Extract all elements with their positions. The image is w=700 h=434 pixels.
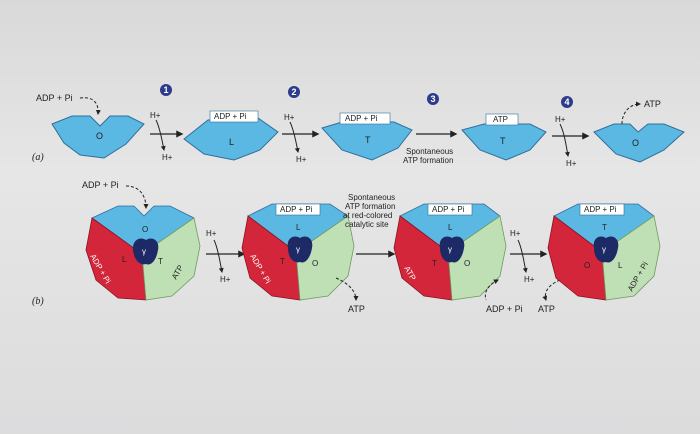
atp-formation-label: ATP formation: [403, 156, 453, 165]
adp-in-arrow: [484, 279, 499, 301]
state-4-site: O: [632, 138, 639, 148]
rotor-4-bound-top: ADP + Pi: [584, 205, 617, 214]
rotor-3-site-right: O: [464, 259, 470, 268]
gamma-label: γ: [296, 245, 300, 254]
note-line: Spontaneous: [348, 193, 395, 202]
state-2-site: T: [365, 135, 371, 145]
rotor-2: γ L T O ADP + Pi ADP + Pi: [241, 203, 355, 301]
gamma-label: γ: [448, 245, 452, 254]
rotor-2-bound-top: ADP + Pi: [280, 205, 313, 214]
gamma-label: γ: [602, 245, 606, 254]
rotor-1: γ O L T ADP + Pi ATP: [85, 205, 201, 301]
step-circle-2: 2: [288, 86, 300, 98]
proton-label: H+: [150, 111, 161, 120]
svg-text:2: 2: [292, 87, 297, 97]
rotor-arrow-1: H+ H+: [206, 229, 246, 284]
panel-b-substrate-arrow: [125, 185, 149, 209]
state-3: T ATP: [461, 113, 547, 161]
step-3-arrow: Spontaneous ATP formation: [403, 130, 458, 165]
state-0: O: [51, 115, 145, 159]
state-1-bound: ADP + Pi: [214, 112, 247, 121]
proton-label: H+: [162, 153, 173, 162]
proton-label: H+: [524, 275, 535, 284]
rotor-2-bound-box: [275, 203, 321, 216]
proton-label: H+: [220, 275, 231, 284]
state-0-site: O: [96, 131, 103, 141]
atp-out-arrow-2: [542, 279, 561, 301]
substrate-arrow: [79, 97, 101, 115]
panel-a-start-substrate: ADP + Pi: [36, 93, 73, 103]
rotor-3-site-left: T: [432, 259, 437, 268]
svg-text:1: 1: [164, 85, 169, 95]
state-1-site: L: [229, 137, 234, 147]
svg-text:3: 3: [431, 94, 436, 104]
proton-label: H+: [206, 229, 217, 238]
state-1: L ADP + Pi: [183, 110, 279, 161]
state-4: O: [593, 123, 685, 163]
step-2-arrow: H+ H+: [282, 113, 320, 164]
state-2-bound: ADP + Pi: [345, 114, 378, 123]
spontaneous-label: Spontaneous: [406, 147, 453, 156]
spontaneous-note: Spontaneous ATP formation at red-colored…: [343, 193, 396, 258]
rotor-4-bound-box: [579, 203, 625, 216]
note-line: ATP formation: [345, 202, 395, 211]
state-1-bound-box: [209, 110, 259, 123]
rotor-1-site-left: L: [122, 255, 127, 264]
proton-label: H+: [296, 155, 307, 164]
note-line: catalytic site: [345, 220, 389, 229]
note-line: at red-colored: [343, 211, 392, 220]
step-circle-4: 4: [561, 96, 573, 108]
step-1-arrow: H+ H+: [150, 111, 184, 162]
state-2: T ADP + Pi: [321, 112, 413, 161]
atp-out-label: ATP: [348, 304, 365, 314]
gamma-label: γ: [142, 247, 146, 256]
atp-out-label-2: ATP: [538, 304, 555, 314]
step-4-arrow: H+ H+: [552, 115, 590, 168]
proton-label: H+: [284, 113, 295, 122]
rotor-4-site-top: T: [602, 223, 607, 232]
atp-release-label: ATP: [644, 99, 661, 109]
panel-b-label: (b): [32, 296, 44, 307]
proton-label: H+: [555, 115, 566, 124]
state-3-bound: ATP: [493, 115, 508, 124]
rotor-4-site-right: L: [618, 261, 623, 270]
state-3-bound-box: [485, 113, 519, 126]
rotor-arrow-3: H+ H+: [510, 229, 548, 284]
step-circle-1: 1: [160, 84, 172, 96]
rotor-2-site-right: O: [312, 259, 318, 268]
adp-out-label: ADP + Pi: [486, 304, 523, 314]
atp-release-arrow: [621, 101, 641, 125]
panel-a-label: (a): [32, 152, 44, 163]
proton-label: H+: [510, 229, 521, 238]
step-circle-3: 3: [427, 93, 439, 105]
rotor-3-bound-box: [427, 203, 473, 216]
rotor-3: γ L T O ADP + Pi ATP: [393, 203, 507, 301]
rotor-3-site-top: L: [448, 223, 453, 232]
state-2-bound-box: [339, 112, 391, 125]
rotor-2-site-left: T: [280, 257, 285, 266]
state-3-site: T: [500, 136, 506, 146]
panel-b-substrate-in: ADP + Pi: [82, 180, 119, 190]
rotor-1-site-top: O: [142, 225, 148, 234]
rotor-2-site-top: L: [296, 223, 301, 232]
rotor-1-site-right: T: [158, 257, 163, 266]
rotor-3-bound-top: ADP + Pi: [432, 205, 465, 214]
svg-text:4: 4: [565, 97, 570, 107]
rotor-4: γ T O L ADP + Pi ADP + Pi: [547, 203, 661, 301]
proton-label: H+: [566, 159, 577, 168]
rotor-4-site-left: O: [584, 261, 590, 270]
